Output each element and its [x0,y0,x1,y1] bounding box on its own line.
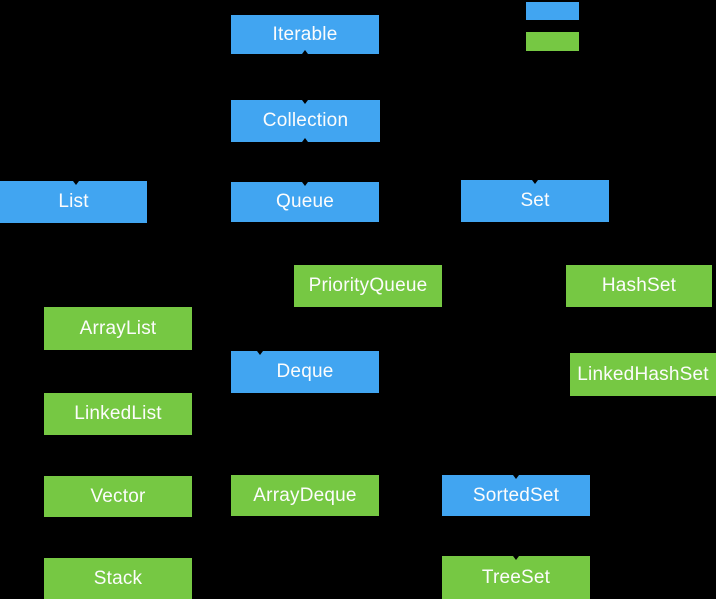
node-label: Vector [90,485,146,507]
arrowhead-mark [73,181,79,185]
node-label: SortedSet [472,484,560,506]
node-set: Set [461,180,609,222]
node-linkedlist: LinkedList [44,393,192,435]
node-label: LinkedHashSet [577,363,709,385]
node-stack: Stack [44,558,192,599]
node-label: TreeSet [481,566,551,588]
arrowhead-mark [302,100,308,104]
node-label: Set [520,190,550,211]
node-treeset: TreeSet [442,556,590,599]
node-vector: Vector [44,476,192,517]
node-sortedset: SortedSet [442,475,590,516]
node-label: PriorityQueue [308,275,428,296]
node-queue: Queue [231,182,379,222]
node-deque: Deque [231,351,379,393]
node-collection: Collection [231,100,380,142]
legend-class-swatch [526,32,579,51]
node-label: Stack [93,567,143,589]
node-label: HashSet [601,275,677,296]
arrowhead-mark [532,180,538,184]
arrowhead-mark [513,556,519,560]
node-label: ArrayDeque [253,484,357,506]
node-label: Collection [262,110,349,131]
node-label: Iterable [272,23,338,45]
node-linkedhashset: LinkedHashSet [570,353,716,396]
node-hashset: HashSet [566,265,712,307]
arrowhead-mark [513,475,519,479]
node-iterable: Iterable [231,15,379,54]
legend-interface-swatch [526,2,579,20]
node-priorityqueue: PriorityQueue [294,265,442,307]
node-label: ArrayList [79,317,157,339]
arrowhead-mark [302,138,308,142]
node-arraydeque: ArrayDeque [231,475,379,516]
node-list: List [0,181,147,223]
arrowhead-mark [257,351,263,355]
node-arraylist: ArrayList [44,307,192,350]
arrowhead-mark [302,50,308,54]
node-label: LinkedList [74,403,162,424]
node-label: List [58,191,89,212]
node-label: Deque [276,361,334,382]
arrowhead-mark [302,182,308,186]
node-label: Queue [275,191,335,212]
